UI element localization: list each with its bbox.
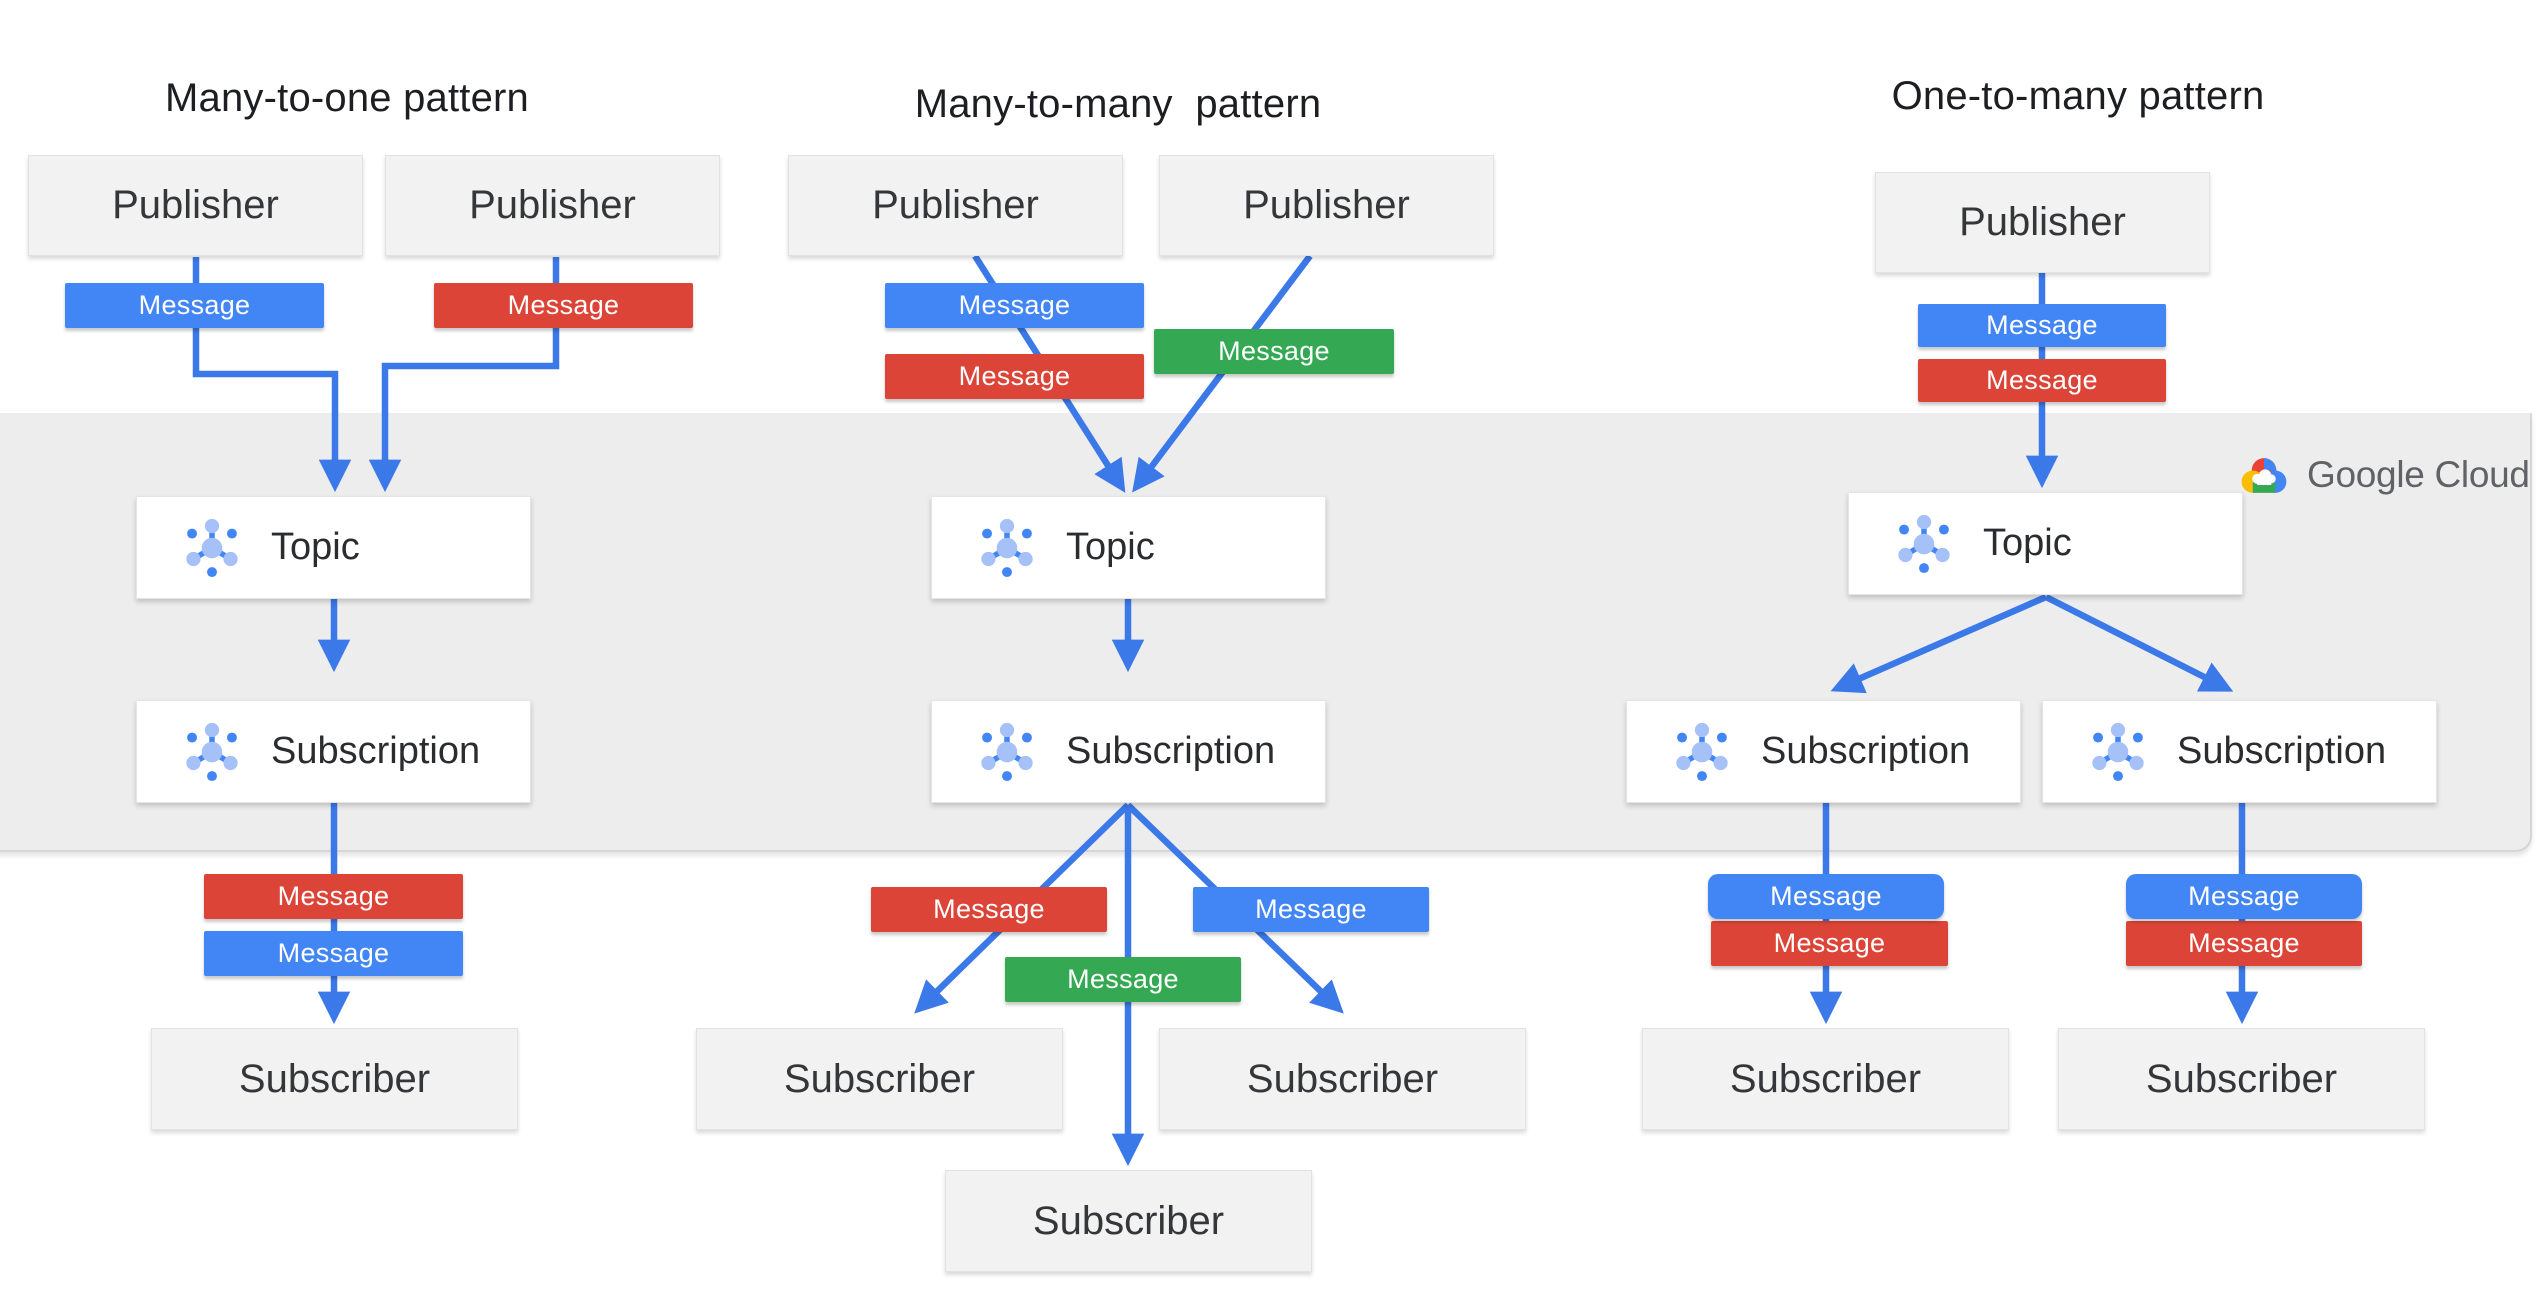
subscription-box: Subscription — [931, 700, 1326, 803]
pubsub-subscription-icon — [2085, 719, 2151, 785]
google-cloud-logo: Google Cloud — [2236, 449, 2530, 501]
subscription-label: Subscription — [1066, 730, 1276, 772]
message-badge-blue: Message — [65, 283, 324, 328]
message-badge-blue: Message — [885, 283, 1144, 328]
subscriber-box: Subscriber — [696, 1028, 1063, 1130]
message-badge-red: Message — [885, 354, 1144, 399]
subscription-box: Subscription — [1626, 700, 2021, 803]
pubsub-subscription-icon — [974, 719, 1040, 785]
topic-box: Topic — [931, 496, 1326, 599]
topic-label: Topic — [271, 526, 360, 568]
publisher-box: Publisher — [28, 155, 363, 256]
pubsub-topic-icon — [179, 515, 245, 581]
google-cloud-icon — [2241, 457, 2287, 493]
subscriber-box: Subscriber — [151, 1028, 518, 1130]
subscriber-box: Subscriber — [1642, 1028, 2009, 1130]
message-badge-red: Message — [871, 887, 1107, 932]
subscriber-box: Subscriber — [945, 1170, 1312, 1272]
message-badge-blue: Message — [1918, 304, 2166, 347]
arrow-right-topic-to-sub1 — [1830, 594, 2048, 694]
subscription-box: Subscription — [2042, 700, 2437, 803]
message-badge-blue: Message — [2126, 874, 2362, 919]
message-badge-green: Message — [1154, 329, 1394, 374]
topic-box: Topic — [136, 496, 531, 599]
topic-label: Topic — [1066, 526, 1155, 568]
subscription-label: Subscription — [1761, 730, 1971, 772]
message-badge-red: Message — [2126, 921, 2362, 966]
message-badge-red: Message — [1711, 921, 1948, 966]
pubsub-topic-icon — [1891, 511, 1957, 577]
publisher-box: Publisher — [385, 155, 720, 256]
subscriber-box: Subscriber — [1159, 1028, 1526, 1130]
publisher-box: Publisher — [788, 155, 1123, 256]
google-cloud-wordmark: Google Cloud — [2307, 454, 2530, 495]
subscriber-box: Subscriber — [2058, 1028, 2425, 1130]
message-badge-green: Message — [1005, 957, 1241, 1002]
title-one-to-many: One-to-many pattern — [1891, 74, 2265, 118]
message-badge-red: Message — [1918, 359, 2166, 402]
message-badge-blue: Message — [1708, 874, 1944, 919]
message-badge-red: Message — [434, 283, 693, 328]
topic-label: Topic — [1983, 522, 2072, 564]
message-badge-blue: Message — [1193, 887, 1429, 932]
publisher-box: Publisher — [1159, 155, 1494, 256]
subscription-box: Subscription — [136, 700, 531, 803]
pubsub-subscription-icon — [1669, 719, 1735, 785]
subscription-label: Subscription — [271, 730, 481, 772]
message-badge-red: Message — [204, 874, 463, 919]
pubsub-subscription-icon — [179, 719, 245, 785]
arrow-right-topic-to-sub2 — [2044, 594, 2234, 692]
publisher-box: Publisher — [1875, 172, 2210, 273]
title-many-to-one: Many-to-one pattern — [165, 76, 529, 120]
subscription-label: Subscription — [2177, 730, 2387, 772]
topic-box: Topic — [1848, 492, 2243, 595]
pubsub-topic-icon — [974, 515, 1040, 581]
title-many-to-many: Many-to-many pattern — [914, 82, 1322, 126]
message-badge-blue: Message — [204, 931, 463, 976]
